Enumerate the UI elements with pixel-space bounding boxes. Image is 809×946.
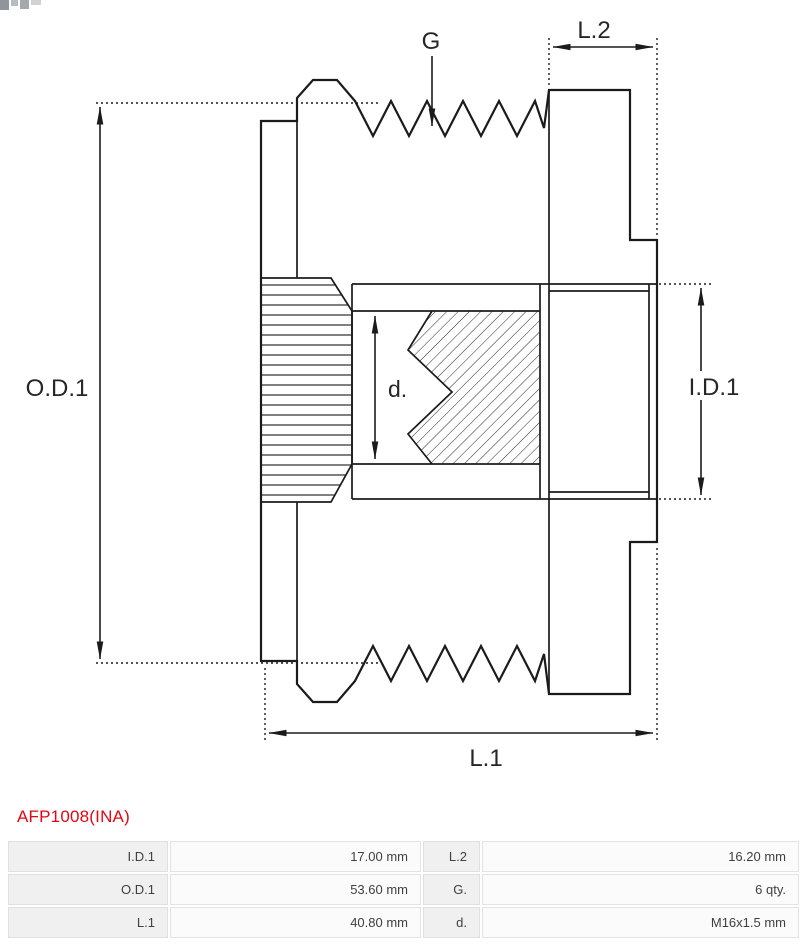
- logo-fragment: [0, 0, 41, 10]
- dim-d: d.: [371, 315, 407, 460]
- product-code: AFP1008(INA): [17, 807, 130, 826]
- dim-id1: I.D.1: [659, 283, 744, 500]
- spec-value-id1: 17.00 mm: [170, 841, 421, 872]
- spec-value-l1: 40.80 mm: [170, 907, 421, 938]
- dim-od1: O.D.1: [26, 102, 378, 664]
- hub-hatched-section: [260, 277, 353, 503]
- logo-block: [11, 0, 18, 6]
- pulley-technical-drawing: O.D.1 I.D.1 L.2 L.1 G: [25, 17, 744, 772]
- dim-g: G: [422, 28, 441, 127]
- dim-l2: L.2: [548, 17, 658, 236]
- spec-label-l1: L.1: [8, 907, 168, 938]
- spec-table: I.D.1 17.00 mm L.2 16.20 mm O.D.1 53.60 …: [8, 841, 801, 938]
- spec-value-g: 6 qty.: [482, 874, 799, 905]
- spec-label-l2: L.2: [423, 841, 480, 872]
- logo-block: [31, 0, 41, 5]
- dim-label-l2: L.2: [577, 17, 610, 44]
- spec-value-d: M16x1.5 mm: [482, 907, 799, 938]
- thread-profile: [406, 310, 454, 465]
- logo-block: [0, 0, 9, 10]
- dim-label-d: d.: [388, 376, 407, 402]
- thread-hatched-section: [408, 311, 540, 464]
- dim-label-id1: I.D.1: [689, 374, 740, 401]
- spec-label-od1: O.D.1: [8, 874, 168, 905]
- spec-label-g: G.: [423, 874, 480, 905]
- logo-block: [20, 0, 29, 9]
- spec-value-l2: 16.20 mm: [482, 841, 799, 872]
- dim-label-g: G: [422, 28, 441, 55]
- dim-label-od1: O.D.1: [26, 375, 89, 402]
- dim-l1: L.1: [264, 548, 658, 772]
- dim-label-l1: L.1: [469, 745, 502, 772]
- spec-label-d: d.: [423, 907, 480, 938]
- spec-value-od1: 53.60 mm: [170, 874, 421, 905]
- spec-label-id1: I.D.1: [8, 841, 168, 872]
